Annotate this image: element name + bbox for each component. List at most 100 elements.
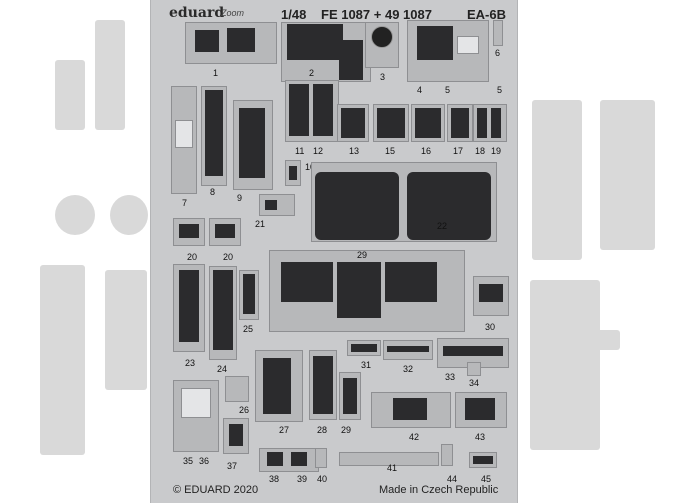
- part-46-detail: [473, 456, 493, 464]
- part-number: 45: [481, 474, 492, 484]
- part-35: [467, 362, 481, 376]
- part-32-detail: [351, 344, 377, 352]
- photo-etch-fret: eduard Zoom 1/48 FE 1087 + 49 1087 EA-6B…: [150, 0, 518, 503]
- scale-label: 1/48: [281, 7, 307, 22]
- part-number: 35: [183, 456, 194, 466]
- part-number: 28: [317, 425, 328, 435]
- part-23-detail: [179, 270, 199, 342]
- part-number: 32: [403, 364, 414, 374]
- part-9-detail: [239, 108, 265, 178]
- part-number: 20: [187, 252, 198, 262]
- part-2-instrument-panel: [339, 40, 363, 80]
- part-number: 38: [269, 474, 280, 484]
- part-43-detail: [393, 398, 427, 420]
- part-number: 3: [380, 72, 386, 82]
- part-number: 39: [297, 474, 308, 484]
- part-21-detail: [265, 200, 277, 210]
- part-20-detail: [179, 224, 199, 238]
- part-number: 42: [409, 432, 420, 442]
- product-code: FE 1087 + 49 1087: [321, 7, 432, 22]
- part-number: 40: [317, 474, 328, 484]
- part-39-detail: [267, 452, 283, 466]
- part-31-detail: [479, 284, 503, 302]
- part-number: 33: [445, 372, 456, 382]
- background-ghost-right: [590, 330, 620, 350]
- part-number: 29: [357, 250, 368, 260]
- part-number: 24: [217, 364, 228, 374]
- part-26: [225, 376, 249, 402]
- part-16-detail: [415, 108, 441, 138]
- part-24-detail: [213, 270, 233, 350]
- part-number: 8: [210, 187, 216, 197]
- part-number: 34: [469, 378, 480, 388]
- part-15-detail: [377, 108, 405, 138]
- background-ghost-left: [95, 20, 125, 130]
- part-number: 36: [199, 456, 210, 466]
- part-20-detail: [215, 224, 235, 238]
- part-number: 26: [239, 405, 250, 415]
- part-number: 25: [243, 324, 254, 334]
- part-number: 41: [387, 463, 398, 473]
- part-number: 37: [227, 461, 238, 471]
- part-30-detail: [337, 262, 381, 318]
- part-number: 22: [437, 221, 448, 231]
- part-number: 5: [497, 85, 503, 95]
- part-number: 15: [385, 146, 396, 156]
- part-number: 1: [213, 68, 219, 78]
- part-36-detail: [181, 388, 211, 418]
- part-33-detail: [387, 346, 429, 352]
- part-18-detail: [477, 108, 487, 138]
- part-number: 10: [305, 162, 316, 172]
- part-number: 44: [447, 474, 458, 484]
- part-number: 29: [341, 425, 352, 435]
- part-number: 23: [185, 358, 196, 368]
- part-number: 20: [223, 252, 234, 262]
- part-12-detail: [313, 84, 333, 136]
- part-30-detail: [385, 262, 437, 302]
- part-4-detail: [457, 36, 479, 54]
- part-number: 9: [237, 193, 243, 203]
- part-number: 21: [255, 219, 266, 229]
- part-number: 43: [475, 432, 486, 442]
- part-38-detail: [229, 424, 243, 446]
- part-25-detail: [243, 274, 255, 314]
- part-2-instrument-panel: [287, 24, 343, 60]
- zoom-logo: Zoom: [221, 8, 245, 18]
- background-ghost-left: [40, 265, 85, 455]
- part-42: [339, 452, 439, 466]
- part-number: 7: [182, 198, 188, 208]
- part-45: [441, 444, 453, 466]
- part-34-detail: [443, 346, 503, 356]
- part-27-detail: [263, 358, 291, 414]
- part-number: 13: [349, 146, 360, 156]
- part-41: [315, 448, 327, 468]
- part-number: 30: [485, 322, 496, 332]
- part-10-detail: [289, 166, 297, 180]
- part-44: [455, 392, 507, 428]
- part-29-detail: [343, 378, 357, 414]
- part-number: 12: [313, 146, 324, 156]
- part-number: 6: [495, 48, 501, 58]
- part-1-detail: [227, 28, 255, 52]
- background-ghost-left: [55, 195, 95, 235]
- part-number: 27: [279, 425, 290, 435]
- part-17-detail: [451, 108, 469, 138]
- part-number: 11: [295, 146, 305, 156]
- part-3-gauge: [371, 26, 393, 48]
- part-11-detail: [289, 84, 309, 136]
- part-number: 18: [475, 146, 486, 156]
- part-number: 5: [445, 85, 451, 95]
- part-number: 19: [491, 146, 502, 156]
- brand-logo: eduard: [169, 5, 225, 21]
- part-1-detail: [195, 30, 219, 52]
- background-ghost-left: [55, 60, 85, 130]
- part-number: 2: [309, 68, 315, 78]
- part-44-detail: [465, 398, 495, 420]
- copyright-text: © EDUARD 2020: [173, 484, 259, 496]
- model-name: EA-6B: [467, 7, 507, 22]
- part-8-detail: [205, 90, 223, 176]
- background-ghost-left: [110, 195, 148, 235]
- part-13-detail: [341, 108, 365, 138]
- origin-text: Made in Czech Republic: [379, 484, 499, 496]
- part-28-detail: [313, 356, 333, 414]
